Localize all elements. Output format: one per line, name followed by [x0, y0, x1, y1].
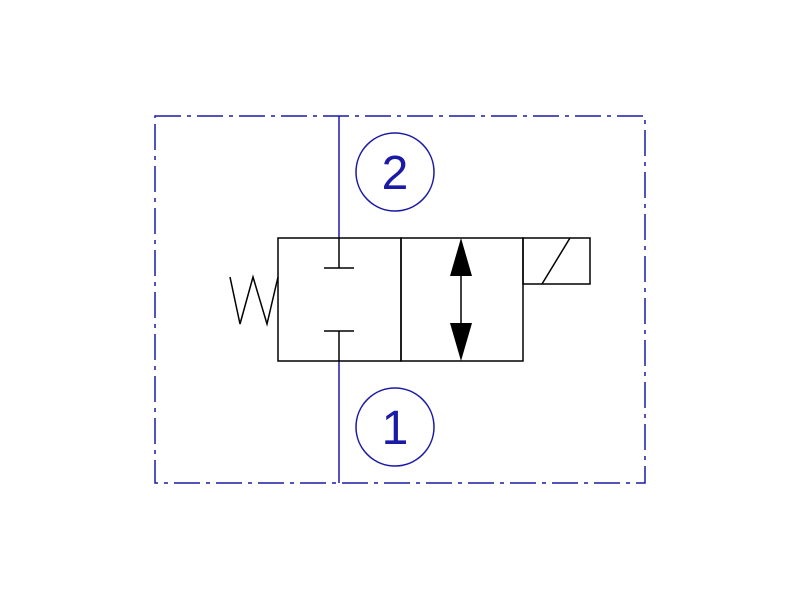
- solenoid-icon: [522, 237, 591, 285]
- spring-icon: [229, 274, 279, 327]
- port-2-label: 2: [382, 147, 409, 200]
- port-1-label: 1: [382, 402, 409, 455]
- valve-open-envelope: [400, 237, 524, 362]
- envelope-boundary: [154, 115, 646, 484]
- port-2-marker: 2: [355, 132, 435, 212]
- port-1-ring: [355, 387, 435, 467]
- port-2-ring: [355, 132, 435, 212]
- valve-closed-envelope: [277, 237, 402, 362]
- bidirectional-arrow-icon: [450, 238, 472, 361]
- port-1-marker: 1: [355, 387, 435, 467]
